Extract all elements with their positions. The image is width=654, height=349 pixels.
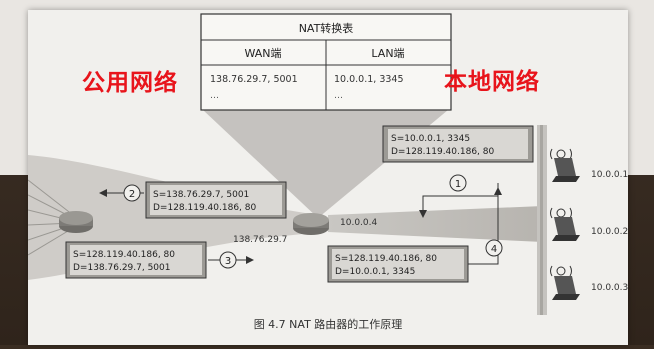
local-network-label: 本地网络	[444, 69, 540, 95]
packet-1: S=10.0.0.1, 3345 D=128.119.40.186, 80	[382, 125, 534, 163]
packet-2: S=138.76.29.7, 5001 D=128.119.40.186, 80	[145, 181, 287, 219]
host-1-ip: 10.0.0.1	[591, 170, 628, 180]
step-2-badge	[123, 184, 141, 202]
step-3-badge	[219, 251, 237, 269]
nat-table-lan-header: LAN端	[371, 47, 404, 60]
packet-3: S=128.119.40.186, 80 D=138.76.29.7, 5001	[65, 241, 207, 279]
packet-1-destination: D=128.119.40.186, 80	[391, 147, 494, 157]
nat-table: NAT转换表 WAN端 LAN端 138.76.29.7, 5001 10.0.…	[200, 13, 452, 111]
packet-3-destination: D=138.76.29.7, 5001	[73, 263, 171, 273]
nat-table-wan-header: WAN端	[244, 47, 281, 60]
router-wan-ip: 138.76.29.7	[233, 235, 287, 245]
step-4-badge	[485, 239, 503, 257]
laptop-icon	[552, 158, 580, 182]
nat-table-wan-value: 138.76.29.7, 5001	[210, 74, 298, 85]
internet-router	[59, 211, 93, 233]
figure-caption: 图 4.7 NAT 路由器的工作原理	[254, 317, 403, 331]
laptop-icon	[552, 217, 580, 241]
nat-table-lan-more: …	[334, 91, 343, 101]
host-1: 10.0.0.1	[550, 148, 628, 182]
step-2-label: 2	[129, 189, 135, 200]
packet-2-destination: D=128.119.40.186, 80	[153, 203, 256, 213]
host-3-ip: 10.0.0.3	[591, 283, 628, 293]
nat-table-lan-value: 10.0.0.1, 3345	[334, 74, 404, 85]
packet-3-source: S=128.119.40.186, 80	[73, 250, 175, 260]
nat-diagram: NAT转换表 WAN端 LAN端 138.76.29.7, 5001 10.0.…	[27, 13, 628, 331]
lan-bus-core	[540, 125, 543, 315]
wireless-icon	[550, 265, 572, 277]
wireless-icon	[550, 207, 572, 219]
packet-4-destination: D=10.0.0.1, 3345	[335, 267, 415, 277]
host-3: 10.0.0.3	[550, 265, 628, 300]
host-2-ip: 10.0.0.2	[591, 227, 628, 237]
step-1-label: 1	[455, 179, 461, 190]
nat-table-wan-more: …	[210, 91, 219, 101]
packet-4-source: S=128.119.40.186, 80	[335, 254, 437, 264]
step-4-arrow	[468, 187, 502, 265]
wireless-icon	[550, 148, 572, 160]
public-network-label: 公用网络	[82, 70, 178, 96]
step-1-badge	[449, 174, 467, 192]
router-lan-ip: 10.0.0.4	[340, 218, 377, 228]
laptop-icon	[552, 276, 580, 300]
packet-4: S=128.119.40.186, 80 D=10.0.0.1, 3345	[327, 245, 469, 283]
nat-table-title: NAT转换表	[299, 21, 354, 35]
step-3-label: 3	[225, 256, 231, 267]
figure-page: NAT转换表 WAN端 LAN端 138.76.29.7, 5001 10.0.…	[27, 10, 628, 345]
local-network-beam	[328, 206, 543, 242]
packet-2-source: S=138.76.29.7, 5001	[153, 190, 249, 200]
packet-1-source: S=10.0.0.1, 3345	[391, 134, 470, 144]
host-2: 10.0.0.2	[550, 207, 628, 241]
nat-router	[293, 213, 329, 235]
step-4-label: 4	[491, 244, 497, 255]
